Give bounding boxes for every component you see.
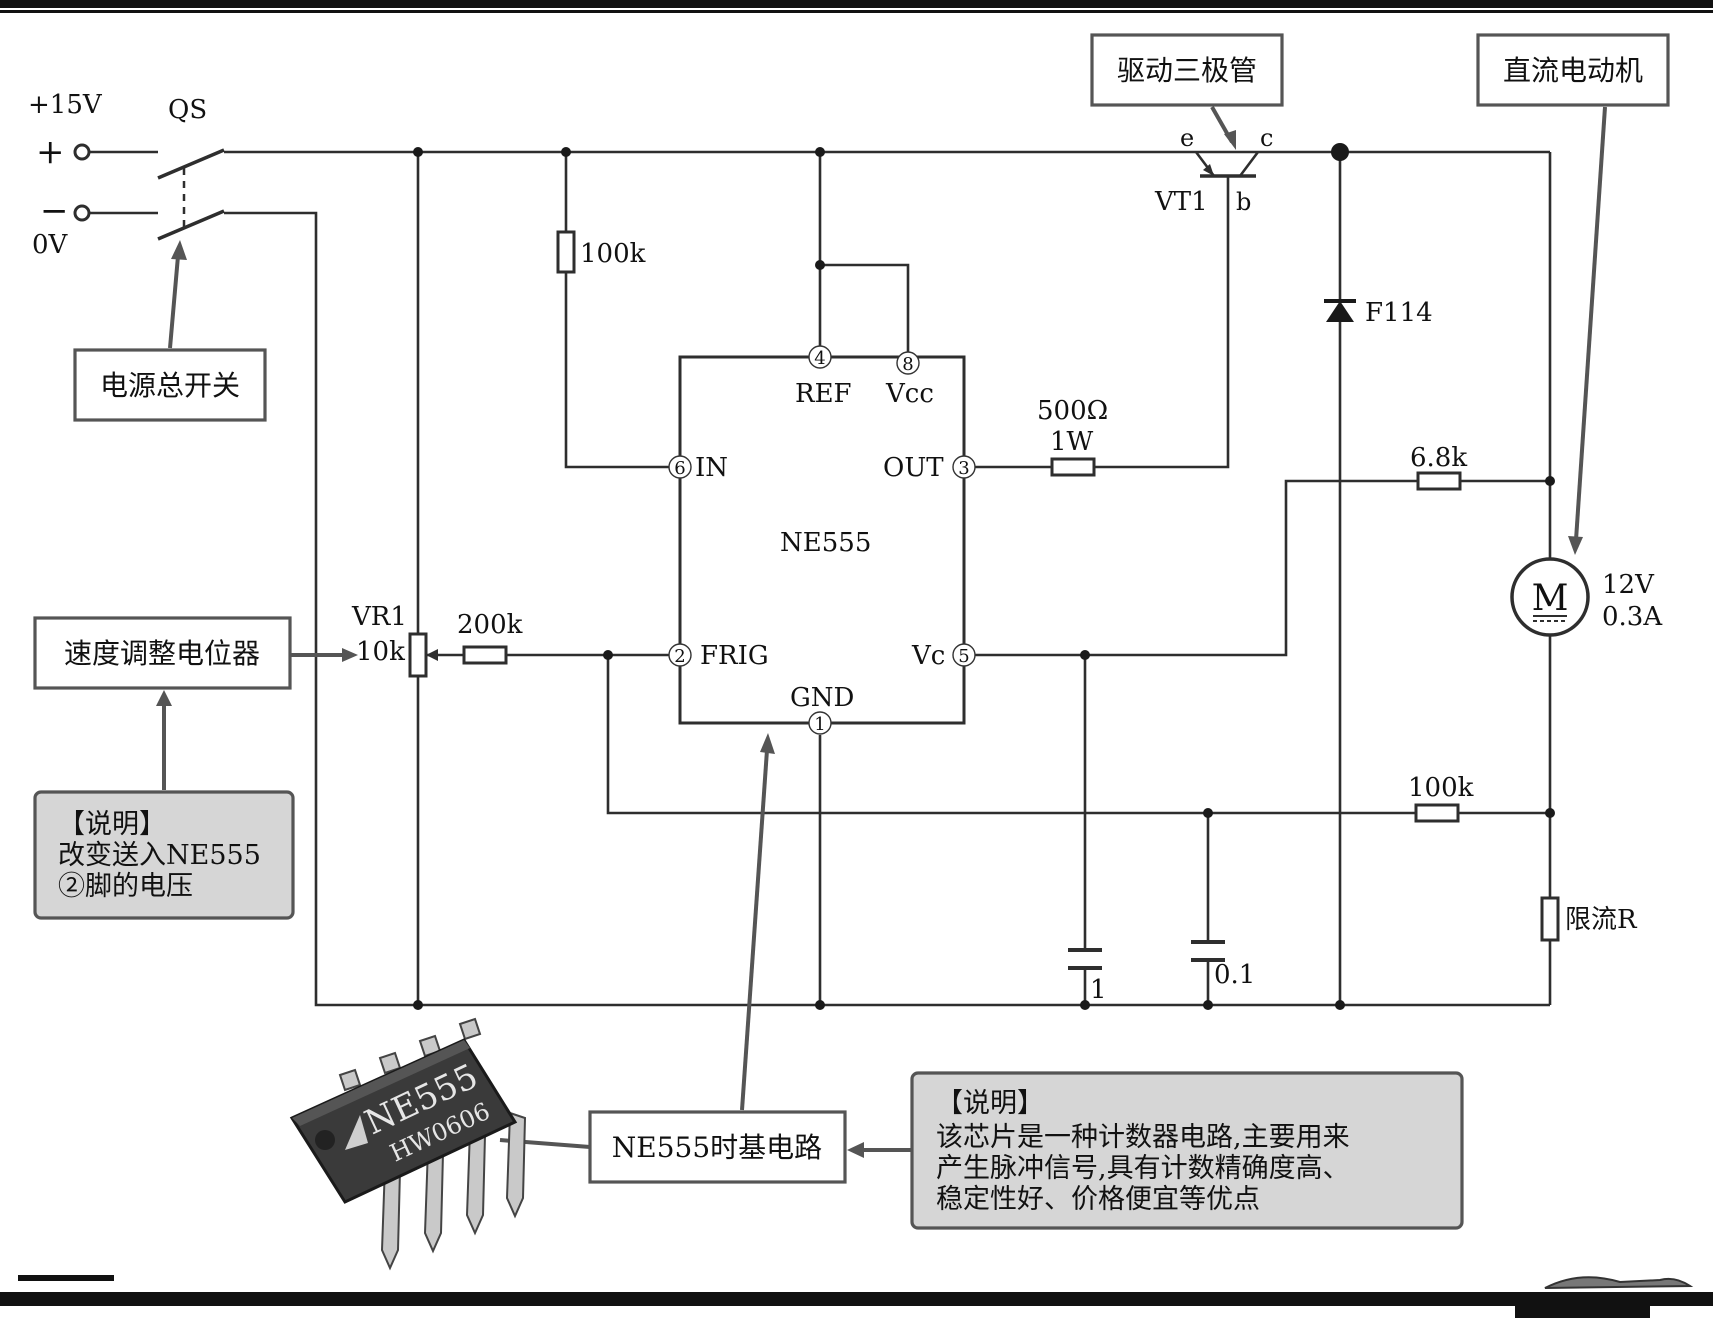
pin-1-number: 1 xyxy=(814,714,825,735)
note-right-title: 【说明】 xyxy=(936,1088,1044,1119)
r-100k-bottom-label: 100k xyxy=(1408,773,1474,803)
qs-label: QS xyxy=(168,95,207,125)
svg-text:驱动三极管: 驱动三极管 xyxy=(1117,54,1257,87)
note-left: 【说明】 改变送入NE555 ②脚的电压 xyxy=(33,790,295,920)
c2-label: 0.1 xyxy=(1214,960,1255,990)
r-200k-label: 200k xyxy=(457,610,523,640)
motor-current: 0.3A xyxy=(1602,602,1663,632)
top-border-bar xyxy=(0,0,1713,8)
pin-2-number: 2 xyxy=(674,646,685,667)
resistor-100k-top: 100k xyxy=(556,230,646,274)
power-input: +15V + − 0V xyxy=(28,90,158,260)
plus-15v-label: +15V xyxy=(28,90,103,120)
svg-text:NE555时基电路: NE555时基电路 xyxy=(612,1131,822,1164)
c1-label: 1 xyxy=(1090,975,1107,1005)
resistor-current-limit: 限流R xyxy=(1540,896,1638,942)
collector-label: c xyxy=(1260,124,1273,152)
ne555-chip-image: NE555 HW0606 xyxy=(289,1017,527,1271)
potentiometer-vr1: VR1 10k xyxy=(351,602,438,678)
note-right: 【说明】 该芯片是一种计数器电路,主要用来 产生脉冲信号,具有计数精确度高、 稳… xyxy=(910,1071,1464,1230)
diode-label: F114 xyxy=(1365,298,1433,328)
ne555-ic: NE555 4 REF 8 Vcc 6 IN 3 OUT 2 FRIG 5 Vc… xyxy=(668,345,976,735)
pin-1-label: GND xyxy=(790,683,854,713)
pin-5-label: Vc xyxy=(911,641,945,671)
callout-main-switch: 电源总开关 xyxy=(73,240,267,422)
resistor-500-ohm: 500Ω 1W xyxy=(1037,396,1108,477)
junction-dots xyxy=(413,143,1555,1010)
pin-6-number: 6 xyxy=(674,458,685,479)
dc-motor-m: M 12V 0.3A xyxy=(1510,557,1663,637)
bottom-left-mark xyxy=(18,1275,114,1281)
emitter-label: e xyxy=(1180,124,1194,152)
plus-sign: + xyxy=(36,132,65,172)
svg-text:直流电动机: 直流电动机 xyxy=(1503,54,1643,87)
transistor-vt1: VT1 e c b xyxy=(1154,124,1273,217)
vr1-value: 10k xyxy=(356,637,405,667)
bottom-right-ornament xyxy=(1544,1276,1694,1289)
motor-symbol: M xyxy=(1532,578,1569,619)
note-right-line-3: 稳定性好、价格便宜等优点 xyxy=(936,1184,1260,1215)
capacitor-c1: 1 xyxy=(1068,948,1107,1005)
pin-8-label: Vcc xyxy=(885,379,934,409)
r-6-8k-label: 6.8k xyxy=(1410,443,1467,473)
pin-5-number: 5 xyxy=(958,646,969,667)
bottom-border-bar xyxy=(0,1292,1713,1306)
note-left-line-1: 改变送入NE555 xyxy=(58,840,261,871)
minus-sign: − xyxy=(40,191,69,231)
base-label: b xyxy=(1236,188,1251,216)
main-switch-qs: QS xyxy=(157,95,225,241)
r-100k-top-label: 100k xyxy=(580,239,646,269)
capacitor-c2: 0.1 xyxy=(1191,940,1255,990)
callout-dc-motor: 直流电动机 xyxy=(1476,33,1670,555)
note-left-line-2: ②脚的电压 xyxy=(58,871,193,902)
motor-voltage: 12V xyxy=(1602,570,1655,600)
pin-6-label: IN xyxy=(695,453,728,483)
resistor-6-8k: 6.8k xyxy=(1410,443,1467,491)
top-border-line xyxy=(0,10,1713,13)
svg-text:速度调整电位器: 速度调整电位器 xyxy=(64,637,260,670)
pin-4-number: 4 xyxy=(814,348,825,369)
pin-4-label: REF xyxy=(795,379,852,409)
pin-2-label: FRIG xyxy=(700,641,769,671)
callout-driver-transistor: 驱动三极管 xyxy=(1090,33,1284,150)
resistor-100k-bottom: 100k xyxy=(1408,773,1474,823)
ic-name: NE555 xyxy=(780,528,871,558)
callout-speed-pot: 速度调整电位器 xyxy=(33,616,358,790)
plus-terminal xyxy=(73,143,91,161)
bottom-border-bar-right xyxy=(1515,1306,1650,1318)
zero-volt-label: 0V xyxy=(32,230,69,260)
pin-8-number: 8 xyxy=(902,354,913,375)
r-500-power-label: 1W xyxy=(1050,427,1094,457)
svg-text:电源总开关: 电源总开关 xyxy=(100,369,240,402)
minus-terminal xyxy=(73,204,91,222)
vt1-label: VT1 xyxy=(1154,187,1208,217)
note-left-title: 【说明】 xyxy=(58,809,166,840)
r-500-label: 500Ω xyxy=(1037,396,1108,426)
note-right-line-1: 该芯片是一种计数器电路,主要用来 xyxy=(936,1122,1350,1153)
pin-3-label: OUT xyxy=(883,453,944,483)
pin-3-number: 3 xyxy=(958,458,969,479)
r-limit-label: 限流R xyxy=(1565,905,1638,935)
vr1-name: VR1 xyxy=(351,602,407,632)
note-right-line-2: 产生脉冲信号,具有计数精确度高、 xyxy=(936,1153,1350,1184)
diode-f114: F114 xyxy=(1324,298,1433,328)
resistor-200k: 200k xyxy=(457,610,523,665)
callout-timer-circuit: NE555时基电路 xyxy=(499,733,912,1184)
